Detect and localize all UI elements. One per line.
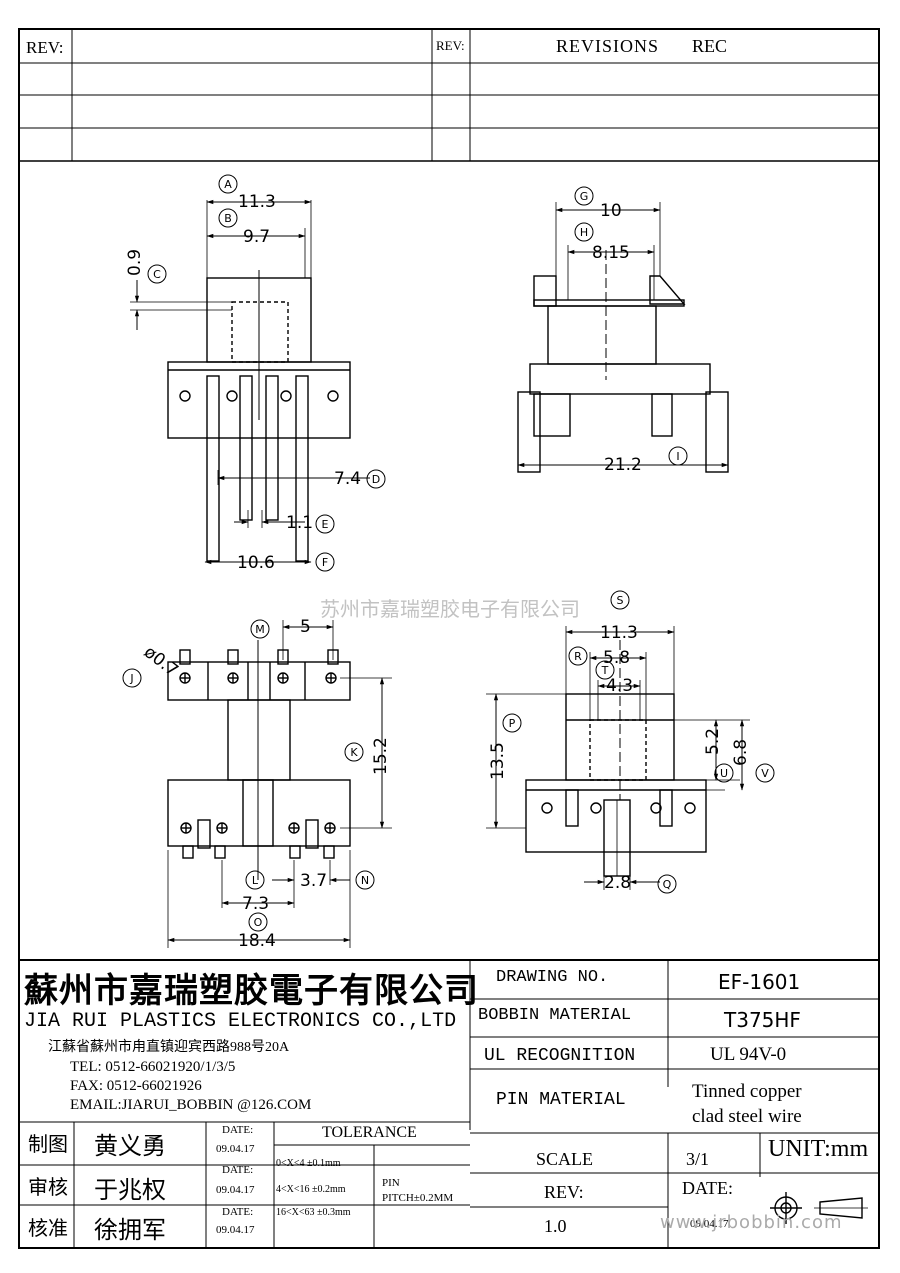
scale-label: SCALE [536,1149,594,1169]
rev-label: REV: [544,1182,584,1202]
company-tel: TEL: 0512-66021920/1/3/5 [70,1059,236,1075]
pin-label: PIN [382,1177,400,1189]
svg-text:T: T [601,664,609,677]
approval-name-check: 于兆权 [94,1178,166,1204]
approval-role-approve: 核准 [28,1218,68,1240]
dim-s: 11.3 [600,623,638,643]
svg-text:I: I [676,450,679,463]
rev-label-right: REV: [436,38,465,53]
svg-text:S: S [617,594,624,607]
rev-label-left: REV: [26,38,64,57]
dim-m: 5 [300,617,311,637]
pin-material-line2: clad steel wire [692,1106,802,1127]
svg-text:O: O [254,916,263,929]
approval-date-draw: 09.04.17 [216,1143,255,1155]
approval-date-label-approve: DATE: [222,1206,254,1218]
dim-u: 5.2 [703,728,723,755]
drawing-no-label: DRAWING NO. [496,968,609,987]
dim-j: ø0.7 [140,642,182,681]
approval-name-draw: 黄义勇 [94,1134,166,1160]
revisions-rec: REC [692,36,728,56]
svg-text:U: U [720,767,728,780]
dim-f: 10.6 [237,553,275,573]
company-name-en: JIA RUI PLASTICS ELECTRONICS CO.,LTD [24,1010,457,1033]
dim-v: 6.8 [731,739,751,766]
dim-c: 0.9 [125,249,145,276]
dim-g: 10 [600,201,622,221]
rev-value: 1.0 [544,1216,567,1236]
bobbin-material: T375HF [724,1008,801,1032]
pin-pitch: PITCH±0.2MM [382,1192,454,1204]
projection-symbol [770,1192,868,1224]
svg-text:N: N [361,874,369,887]
dim-h: 8.15 [592,243,630,263]
svg-text:C: C [153,268,161,281]
svg-text:M: M [255,623,265,636]
approval-date-check: 09.04.17 [216,1184,255,1196]
dim-e: 1.1 [286,513,313,533]
ul-label: UL RECOGNITION [484,1046,636,1066]
company-fax: FAX: 0512-66021926 [70,1078,202,1094]
date-label: DATE: [682,1178,733,1198]
dim-q: 2.8 [604,873,631,893]
approval-date-label-draw: DATE: [222,1124,254,1136]
ul-value: UL 94V-0 [710,1044,787,1065]
tolerance-row-3: 16<X<63 ±0.3mm [276,1207,351,1218]
revision-table [20,30,880,162]
svg-text:H: H [580,226,588,239]
svg-text:A: A [224,178,232,191]
technical-drawing: A B C D E F G H I M J K L N O S R T P U V Q 11.3 9… [122,174,775,951]
bobbin-material-label: BOBBIN MATERIAL [478,1006,632,1025]
drawing-no: EF-1601 [718,970,801,994]
tolerance-row-2: 4<X<16 ±0.2mm [276,1184,346,1195]
svg-text:J: J [129,672,133,685]
svg-text:K: K [350,746,358,759]
svg-text:P: P [509,717,516,730]
dim-b: 9.7 [243,227,270,247]
company-email: EMAIL:JIARUI_BOBBIN @126.COM [70,1097,312,1113]
svg-text:Q: Q [663,878,672,891]
svg-text:V: V [761,767,769,780]
bottom-left-view [167,620,392,948]
svg-text:L: L [252,874,259,887]
svg-text:E: E [322,518,329,531]
top-left-view [130,199,370,565]
company-name-cn: 蘇州市嘉瑞塑胶電子有限公司 [24,973,479,1010]
approval-name-approve: 徐拥军 [94,1218,166,1244]
watermark: 苏州市嘉瑞塑胶电子有限公司 [320,597,580,621]
dim-r: 5.8 [603,648,630,668]
svg-text:F: F [322,556,328,569]
approval-date-approve: 09.04.17 [216,1224,255,1236]
pin-material-label: PIN MATERIAL [496,1090,626,1110]
top-right-view [517,202,729,473]
svg-text:G: G [580,190,589,203]
dim-d: 7.4 [334,469,361,489]
approval-role-draw: 制图 [28,1134,68,1156]
approval-date-label-check: DATE: [222,1164,254,1176]
tolerance-row-1: 0<X<4 ±0.1mm [276,1158,341,1169]
title-block-lines [20,959,880,1247]
revisions-header: REVISIONS [556,36,660,56]
dim-n: 3.7 [300,871,327,891]
dim-a: 11.3 [238,192,276,212]
pin-material-line1: Tinned copper [692,1081,802,1102]
drawing-frame [18,28,880,1249]
company-address: 江蘇省蘇州市甪直镇迎宾西路988号20A [48,1040,290,1055]
svg-text:D: D [372,473,380,486]
approval-role-check: 审核 [28,1177,68,1199]
dim-l: 7.3 [242,894,269,914]
svg-text:B: B [224,212,232,225]
dim-t: 4.3 [606,676,633,696]
dim-o: 18.4 [238,931,276,951]
tolerance-title: TOLERANCE [322,1124,417,1141]
svg-text:R: R [574,650,582,663]
dim-i: 21.2 [604,455,642,475]
dim-p: 13.5 [488,742,508,780]
dim-k: 15.2 [371,737,391,775]
unit-label: UNIT:mm [768,1136,869,1162]
date-value: 09.04.17 [690,1218,729,1230]
site-watermark: www.jrbobbin.com [660,1212,843,1233]
scale-value: 3/1 [686,1149,710,1169]
